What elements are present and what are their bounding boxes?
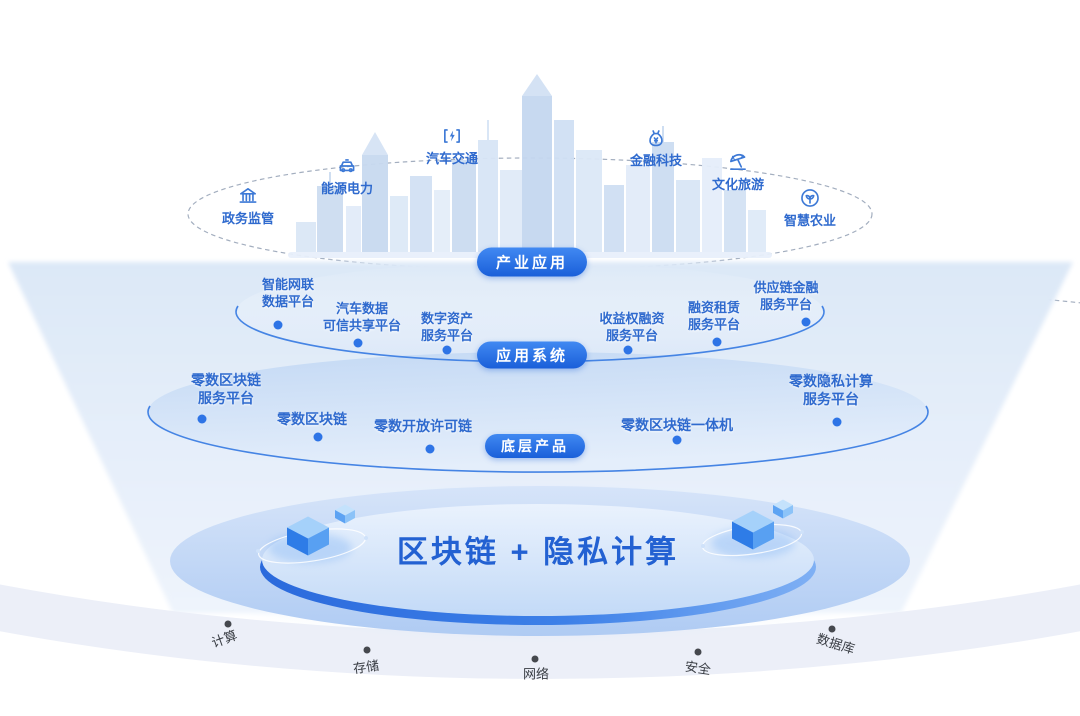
city-skyline [288, 74, 772, 258]
industry-item-government: 政务监管 [222, 185, 274, 227]
pill-industry-application: 产业应用 [477, 247, 587, 277]
industry-item-tourism: 文化旅游 [712, 151, 764, 193]
node-dot [197, 414, 207, 424]
product-layer-arc [147, 405, 929, 473]
node-dot [442, 345, 452, 355]
industry-item-label: 智慧农业 [783, 213, 837, 228]
node-dot [353, 338, 363, 348]
application-layer-fill [236, 262, 824, 362]
moneybag-icon [645, 127, 667, 149]
industry-item-agriculture: 智慧农业 [784, 187, 836, 229]
infra-item-label: 存储 [352, 657, 381, 677]
infra-dot [694, 648, 702, 656]
cube-icon-right [701, 499, 804, 558]
infra-dot [363, 646, 371, 654]
infra-dot [828, 625, 836, 633]
node-dot [273, 320, 283, 330]
charging-icon [441, 125, 463, 147]
pill-application-system: 应用系统 [477, 341, 587, 369]
application-item-label: 收益权融资 服务平台 [599, 311, 665, 343]
platform-title: 区块链 + 隐私计算 [396, 534, 680, 570]
product-item-label: 零数区块链 [277, 410, 347, 427]
industry-item-label: 文化旅游 [711, 177, 765, 192]
infra-item-label: 网络 [522, 666, 550, 682]
node-dot [425, 444, 435, 454]
industry-item-label: 能源电力 [320, 181, 374, 196]
application-item-label: 融资租赁 服务平台 [687, 300, 741, 332]
industry-item-energy: 能源电力 [321, 155, 373, 197]
node-dot [832, 417, 842, 427]
node-dot [672, 435, 682, 445]
product-item-label: 零数隐私计算 服务平台 [789, 372, 873, 407]
cube-icon-left [256, 504, 368, 564]
node-dot [623, 345, 633, 355]
product-item-label: 零数开放许可链 [374, 417, 472, 434]
industry-item-auto: 汽车交通 [426, 125, 478, 167]
platform-disc [145, 474, 935, 650]
application-item-label: 供应链金融 服务平台 [753, 280, 819, 312]
industry-item-label: 汽车交通 [425, 151, 479, 166]
product-item-label: 零数区块链 服务平台 [191, 371, 261, 406]
application-item-label: 数字资产 服务平台 [420, 311, 474, 343]
sprout-icon [799, 187, 821, 209]
pill-underlying-product: 底层产品 [485, 434, 585, 458]
infra-dot [531, 655, 539, 663]
industry-item-label: 金融科技 [629, 153, 683, 168]
product-layer-fill [148, 352, 928, 472]
node-dot [712, 337, 722, 347]
infra-band [0, 584, 1080, 679]
electric-car-icon [336, 155, 358, 177]
infra-item-label: 安全 [683, 658, 712, 678]
application-item-label: 汽车数据 可信共享平台 [322, 301, 402, 333]
industry-item-label: 政务监管 [221, 211, 275, 226]
node-dot [313, 432, 323, 442]
government-icon [237, 185, 259, 207]
industry-item-fintech: 金融科技 [630, 127, 682, 169]
infra-dot [224, 620, 232, 628]
product-item-label: 零数区块链一体机 [621, 416, 733, 433]
umbrella-icon [727, 151, 749, 173]
application-item-label: 智能网联 数据平台 [261, 277, 315, 309]
node-dot [801, 317, 811, 327]
